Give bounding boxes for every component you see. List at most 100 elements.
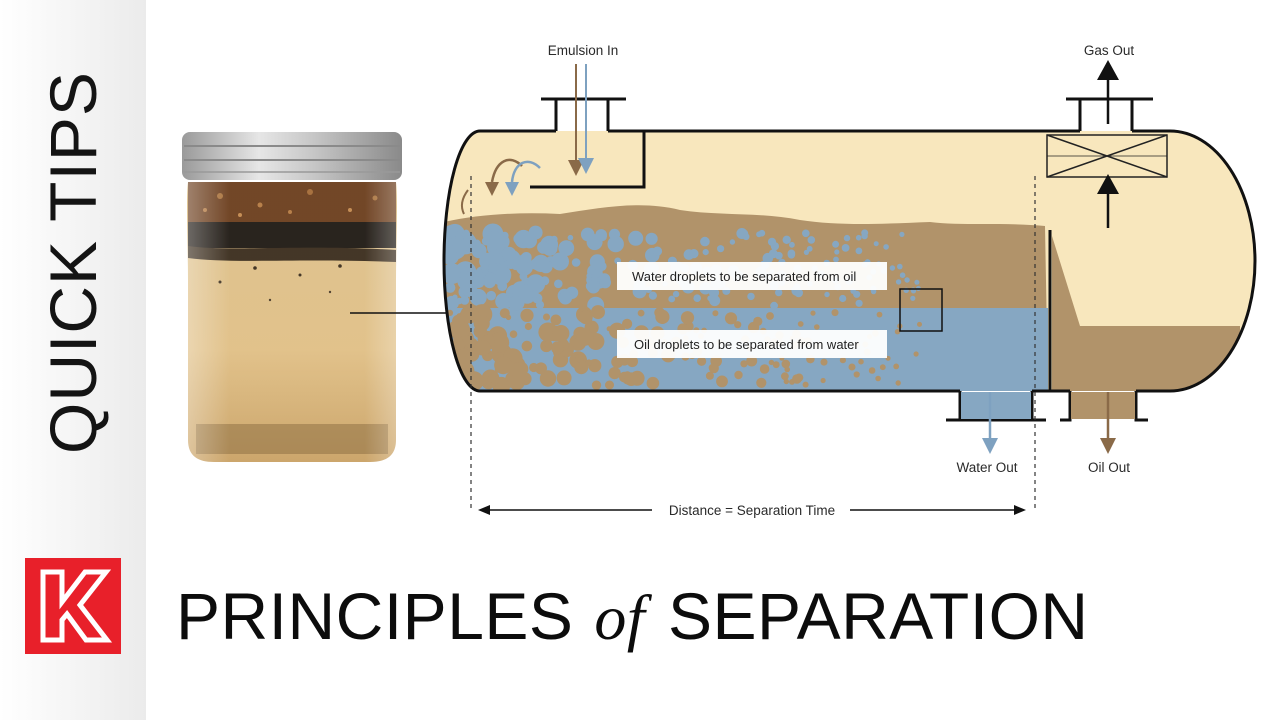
oil-droplet [455,340,466,350]
water-droplet [648,291,658,300]
water-droplet [520,252,532,263]
water-droplets [444,223,921,314]
oil-droplet [611,355,624,368]
water-droplet [513,233,524,245]
water-droplet [459,267,466,274]
water-droplet [471,243,487,259]
oil-droplet [768,359,775,366]
k-logo [25,558,121,654]
water-droplet [672,290,680,298]
water-droplet [855,234,862,241]
oil-droplet [820,377,826,384]
oil-droplet [697,356,707,366]
oil-droplet [550,314,562,326]
oil-droplet [538,322,558,342]
oil-droplet [543,313,550,321]
oil-droplet [680,311,695,325]
oil-droplet [781,372,789,381]
oil-out-label: Oil Out [1088,460,1130,475]
water-droplet [523,279,530,286]
oil-droplet [724,312,738,325]
water-droplet [806,245,813,252]
oil-droplet [734,370,743,380]
water-droplet [843,234,851,242]
oil-droplet [853,371,860,378]
oil-droplet [475,340,491,356]
water-droplet [824,291,830,298]
water-droplet [462,229,470,237]
water-droplet [531,290,539,299]
water-droplet [768,249,778,259]
oil-droplet [539,370,557,387]
oil-droplet [655,309,670,324]
water-droplet [586,273,592,279]
oil-droplet [797,321,804,327]
water-droplet [855,247,863,255]
water-droplet [444,247,458,262]
oil-droplet [591,305,605,320]
water-nozzle-fill [961,392,1031,419]
k-letter-shape [40,569,113,643]
water-droplet [444,225,458,239]
oil-droplet [734,321,742,329]
oil-droplets-label: Oil droplets to be separated from water [634,337,859,352]
title-part2: SEPARATION [667,579,1089,653]
oil-droplet [589,324,597,333]
oil-droplet [608,367,621,380]
oil-droplet [716,375,728,388]
oil-droplet [452,369,459,377]
water-droplet [586,280,601,294]
oil-droplet [783,378,789,385]
water-droplet [914,279,920,285]
oil-droplet [624,372,639,387]
water-droplet [595,229,607,241]
oil-droplet [487,374,496,383]
oil-droplet [622,318,633,329]
separator-diagram: Water droplets to be separated from oil … [182,43,1257,518]
water-droplet [775,288,783,297]
water-droplet [834,249,840,255]
water-droplet [689,249,699,259]
oil-droplet [839,357,847,364]
water-droplet [460,295,470,305]
oil-droplet [576,329,594,346]
oil-droplet [759,364,770,374]
water-droplet [807,236,816,244]
water-droplets-label: Water droplets to be separated from oil [632,269,856,284]
oil-droplet [913,351,919,357]
quick-tips-label: QUICK TIPS [36,71,110,454]
droplet-zoom-box [899,288,943,332]
water-droplet [458,271,480,293]
water-droplet [608,228,621,240]
water-droplet [758,229,766,237]
water-droplet [789,241,795,248]
oil-droplet [494,356,513,375]
water-droplet [502,240,509,247]
water-droplet [708,287,720,298]
oil-droplet [591,380,602,390]
oil-droplet [544,340,553,348]
oil-droplet [831,309,839,317]
oil-droplet [524,322,533,331]
oil-droplet [626,355,639,368]
jar-lid [182,132,402,180]
oil-droplet [637,309,645,317]
water-droplet [855,299,863,307]
water-droplet [899,231,905,237]
water-droplet [452,294,458,300]
water-droplet [540,276,550,286]
oil-droplet [448,356,454,362]
gas-nozzle [1066,97,1153,131]
water-droplet [497,281,508,292]
inlet-pipe [530,129,646,189]
water-droplet [652,246,663,256]
oil-droplet [810,310,816,316]
oil-droplet [792,374,802,384]
separator-vessel [442,97,1257,422]
water-droplet [554,282,561,288]
oil-droplet [753,316,763,326]
oil-droplet [802,381,809,388]
oil-droplet [552,325,570,342]
oil-droplet [814,324,820,330]
oil-droplet [479,377,488,386]
